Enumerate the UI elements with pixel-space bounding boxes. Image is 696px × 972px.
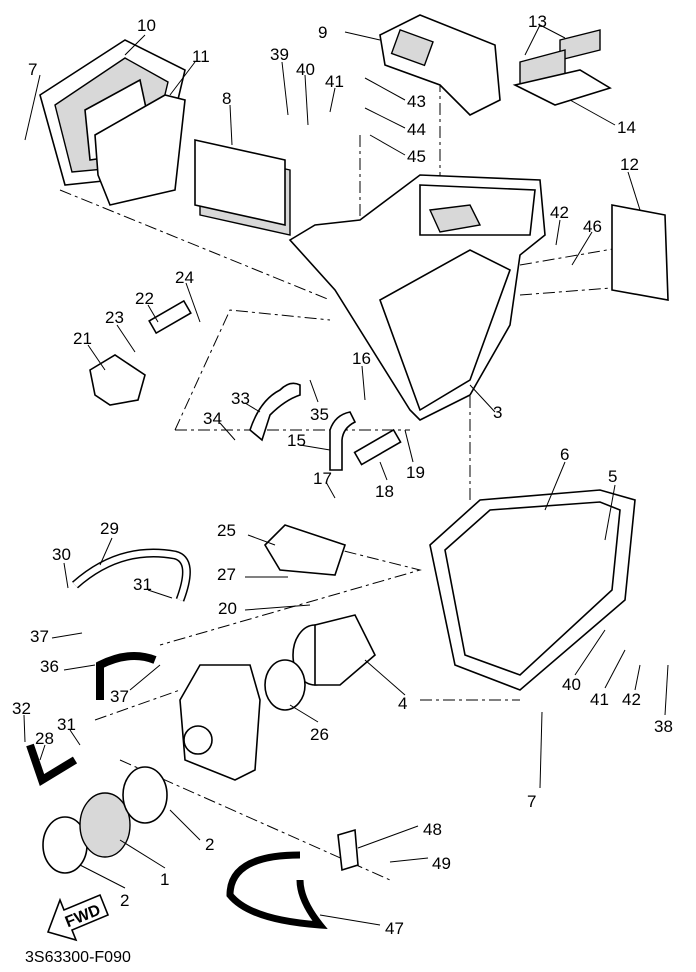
callout-1: 1: [160, 870, 169, 889]
callout-21: 21: [73, 329, 92, 348]
callout-3: 3: [493, 403, 502, 422]
part-15-hose: [329, 411, 357, 471]
callout-48: 48: [423, 820, 442, 839]
part-13-14-pads: [512, 29, 612, 106]
part-18-hose: [353, 428, 402, 466]
callout-37: 37: [30, 627, 49, 646]
callout-40: 40: [562, 675, 581, 694]
callout-9: 9: [318, 23, 327, 42]
callout-20: 20: [218, 599, 237, 618]
callout-47: 47: [385, 919, 404, 938]
part-36-hose: [96, 652, 157, 700]
part-22-pipe: [148, 299, 192, 335]
callout-13: 13: [528, 12, 547, 31]
part-11-gasket: [94, 94, 186, 206]
callout-33: 33: [231, 389, 250, 408]
assembly-lines: [59, 80, 666, 881]
callout-40: 40: [296, 60, 315, 79]
callout-29: 29: [100, 519, 119, 538]
callout-28: 28: [35, 729, 54, 748]
callout-22: 22: [135, 289, 154, 308]
callout-25: 25: [217, 521, 236, 540]
callout-12: 12: [620, 155, 639, 174]
callout-31: 31: [133, 575, 152, 594]
part-29-hose: [72, 548, 191, 602]
callout-42: 42: [550, 203, 569, 222]
part-6-5-cover: [429, 489, 636, 691]
part-33-hose: [249, 382, 301, 442]
callout-32: 32: [12, 699, 31, 718]
part-3-airbox: [288, 174, 546, 421]
parts-1-2-boot-clamps: [42, 766, 168, 874]
callout-39: 39: [270, 45, 289, 64]
callout-6: 6: [560, 445, 569, 464]
callout-49: 49: [432, 854, 451, 873]
callout-11: 11: [192, 47, 210, 66]
part-8-filter: [194, 139, 291, 236]
callout-15: 15: [287, 431, 306, 450]
leader-lines: [23, 24, 669, 926]
callout-30: 30: [52, 545, 71, 564]
callout-16: 16: [352, 349, 371, 368]
callout-7: 7: [527, 792, 536, 811]
callout-26: 26: [310, 725, 329, 744]
callout-10: 10: [137, 16, 156, 35]
part-47-harness: [226, 851, 328, 930]
callout-14: 14: [617, 118, 636, 137]
callout-45: 45: [407, 147, 426, 166]
callout-44: 44: [407, 120, 426, 139]
throttle-body: [179, 664, 261, 781]
callout-23: 23: [105, 308, 124, 327]
part-48-bracket: [337, 828, 359, 872]
fwd-arrow-icon: FWD: [46, 893, 110, 942]
callout-38: 38: [654, 717, 673, 736]
callout-2: 2: [120, 891, 129, 910]
callout-37: 37: [110, 687, 129, 706]
callout-4: 4: [398, 694, 407, 713]
callout-36: 36: [40, 657, 59, 676]
part-9-duct: [379, 14, 501, 116]
diagram-code: 3S63300-F090: [25, 949, 131, 966]
callout-35: 35: [310, 405, 329, 424]
callout-31: 31: [57, 715, 76, 734]
callout-27: 27: [217, 565, 236, 584]
part-26-clamp: [264, 659, 306, 711]
callout-43: 43: [407, 92, 426, 111]
part-12-plate: [611, 204, 669, 301]
callout-42: 42: [622, 690, 641, 709]
callout-24: 24: [175, 268, 194, 287]
callout-labels: 1071183940419434445131412424624222321333…: [12, 12, 673, 938]
callout-7: 7: [28, 60, 37, 79]
part-4-joint: [292, 614, 376, 686]
part-21-joint: [89, 354, 146, 406]
part-25-box: [263, 524, 347, 576]
callout-8: 8: [222, 89, 231, 108]
callout-17: 17: [313, 469, 332, 488]
callout-18: 18: [375, 482, 394, 501]
callout-34: 34: [203, 409, 222, 428]
callout-19: 19: [406, 463, 425, 482]
callout-41: 41: [590, 690, 609, 709]
callout-5: 5: [608, 467, 617, 486]
callout-46: 46: [583, 217, 602, 236]
callout-2: 2: [205, 835, 214, 854]
callout-41: 41: [325, 72, 344, 91]
part-28-hose: [26, 743, 78, 786]
